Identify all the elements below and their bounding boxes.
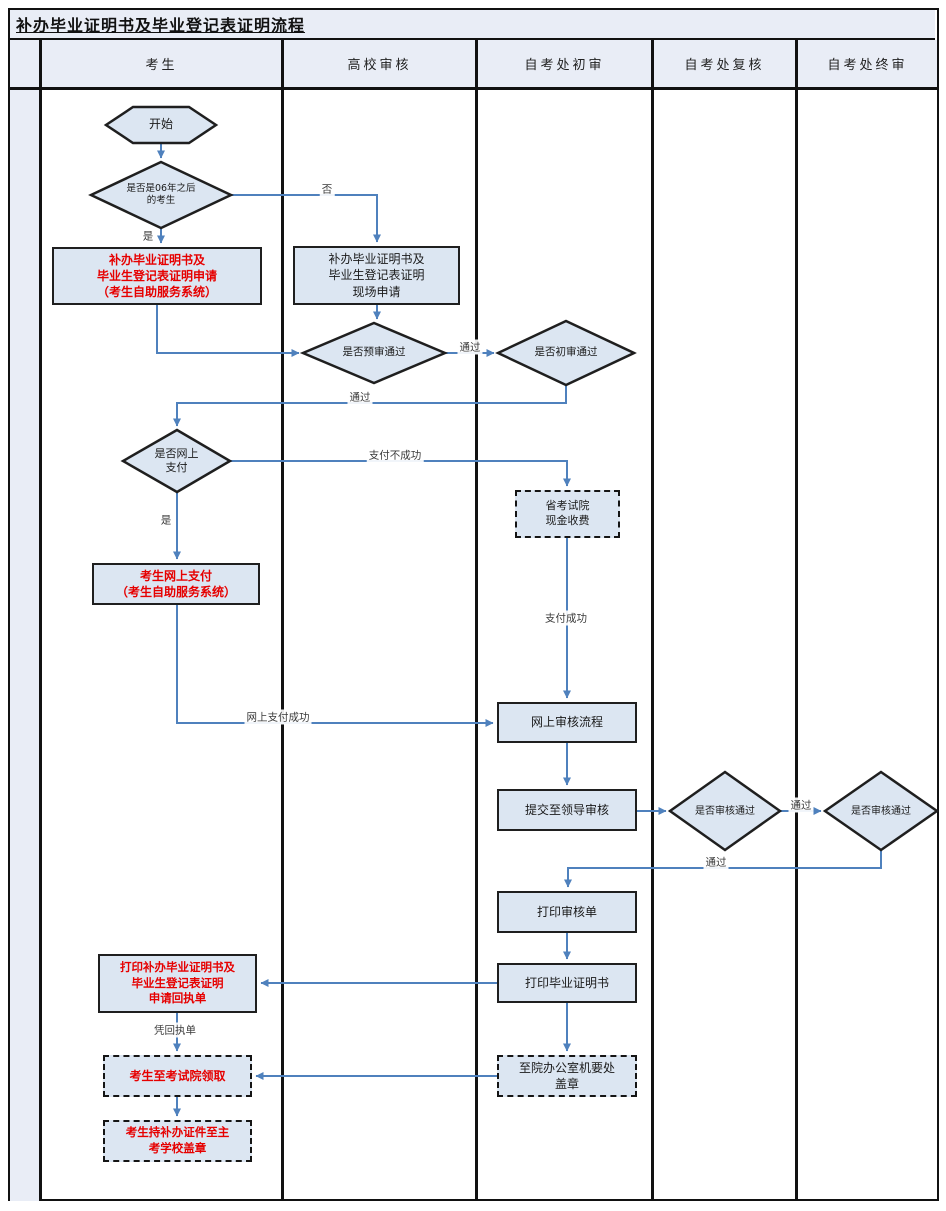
node-pay-online-label: 考生网上支付 （考生自助服务系统） bbox=[115, 568, 236, 599]
node-cash-charge: 省考试院 现金收费 bbox=[515, 490, 620, 538]
node-stamp-school: 考生持补办证件至主 考学校盖章 bbox=[103, 1120, 252, 1162]
page-title: 补办毕业证明书及毕业登记表证明流程 bbox=[10, 10, 935, 40]
node-stamp-office-label: 至院办公室机要处 盖章 bbox=[518, 1060, 615, 1091]
node-print-review-label: 打印审核单 bbox=[536, 904, 597, 919]
edge-label-pass-pre: 通过 bbox=[457, 339, 483, 355]
edge-label-with-receipt: 凭回执单 bbox=[152, 1022, 198, 1038]
header-bottom-line bbox=[10, 87, 937, 90]
node-print-receipt: 打印补办毕业证明书及 毕业生登记表证明 申请回执单 bbox=[98, 954, 257, 1013]
outer-frame bbox=[8, 8, 939, 1201]
node-print-receipt-label: 打印补办毕业证明书及 毕业生登记表证明 申请回执单 bbox=[120, 960, 235, 1006]
node-collect: 考生至考试院领取 bbox=[103, 1055, 252, 1097]
node-print-cert-label: 打印毕业证明书 bbox=[524, 975, 609, 990]
lane-divider-5 bbox=[795, 40, 798, 1201]
lane-divider-3 bbox=[475, 40, 478, 1201]
node-cash-charge-label: 省考试院 现金收费 bbox=[545, 499, 590, 527]
edge-label-pass-review: 通过 bbox=[788, 797, 814, 813]
left-strip bbox=[10, 40, 40, 1201]
edge-label-yes-2006: 是 bbox=[140, 228, 156, 244]
edge-label-yes-pay: 是 bbox=[158, 512, 174, 528]
node-online-review: 网上审核流程 bbox=[497, 702, 637, 743]
node-stamp-office: 至院办公室机要处 盖章 bbox=[497, 1055, 637, 1097]
node-submit-leader: 提交至领导审核 bbox=[497, 789, 637, 831]
lane-header-final-review: 自考处终审 bbox=[798, 40, 937, 87]
lane-divider-4 bbox=[651, 40, 654, 1201]
lane-divider-1 bbox=[39, 40, 42, 1201]
node-apply-onsite-label: 补办毕业证明书及 毕业生登记表证明 现场申请 bbox=[328, 252, 425, 299]
node-collect-label: 考生至考试院领取 bbox=[129, 1068, 226, 1083]
node-online-review-label: 网上审核流程 bbox=[530, 715, 603, 730]
node-apply-onsite: 补办毕业证明书及 毕业生登记表证明 现场申请 bbox=[293, 246, 460, 305]
edge-label-pass-first: 通过 bbox=[347, 389, 373, 405]
node-pay-online: 考生网上支付 （考生自助服务系统） bbox=[92, 563, 260, 605]
node-print-cert: 打印毕业证明书 bbox=[497, 963, 637, 1003]
node-print-review: 打印审核单 bbox=[497, 891, 637, 933]
node-apply-online-label: 补办毕业证明书及 毕业生登记表证明申请 （考生自助服务系统） bbox=[96, 252, 217, 300]
lane-header-candidate: 考生 bbox=[42, 40, 281, 87]
edge-label-pass-final: 通过 bbox=[703, 854, 729, 870]
node-stamp-school-label: 考生持补办证件至主 考学校盖章 bbox=[125, 1125, 230, 1155]
lane-divider-2 bbox=[281, 40, 284, 1201]
lane-header-initial-review: 自考处初审 bbox=[478, 40, 651, 87]
node-apply-online: 补办毕业证明书及 毕业生登记表证明申请 （考生自助服务系统） bbox=[52, 247, 262, 305]
edge-label-pay-fail: 支付不成功 bbox=[366, 447, 424, 463]
edge-label-online-pay-success: 网上支付成功 bbox=[244, 709, 312, 725]
lane-header-recheck: 自考处复核 bbox=[654, 40, 795, 87]
node-submit-leader-label: 提交至领导审核 bbox=[524, 802, 609, 817]
edge-label-no: 否 bbox=[319, 181, 335, 197]
edge-label-pay-success: 支付成功 bbox=[543, 610, 589, 626]
lane-header-university-review: 高校审核 bbox=[284, 40, 475, 87]
